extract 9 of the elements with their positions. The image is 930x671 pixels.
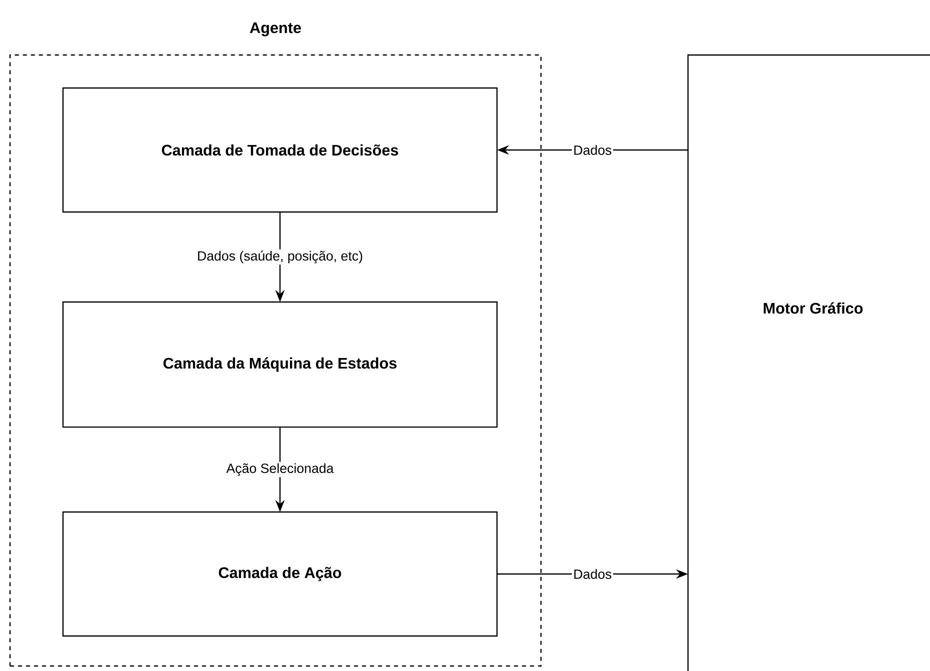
node-label: Agente [250, 22, 301, 36]
process-box: Camada da Máquina de Estados [62, 301, 498, 428]
edge-label: Dados [572, 568, 614, 580]
process-box: Camada de Ação [62, 511, 498, 637]
edge-label: Ação Selecionada [224, 462, 336, 478]
edge-label: Dados (saúde, posição, etc) [196, 249, 364, 265]
edge-label: Dados [572, 144, 614, 156]
process-box: Motor Gráfico [687, 54, 930, 671]
process-box: Camada de Tomada de Decisões [62, 87, 498, 213]
